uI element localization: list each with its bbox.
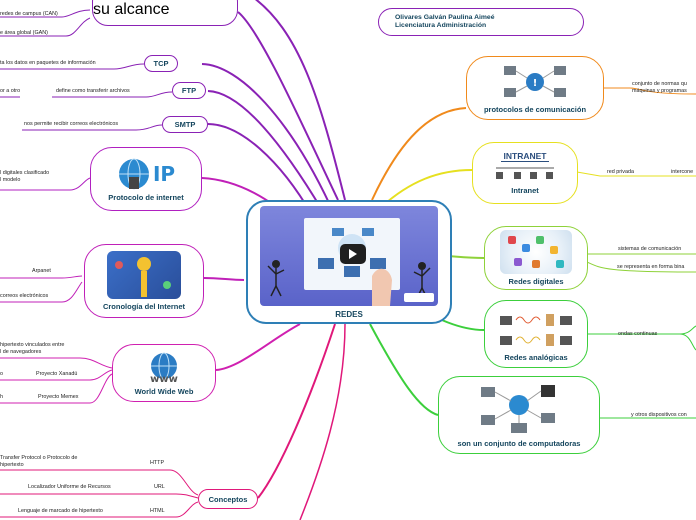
leaf-url-key: URL <box>154 484 165 490</box>
topic-conjunto-de-computadoras[interactable]: son un conjunto de computadoras <box>438 376 600 454</box>
svg-text:www: www <box>150 374 178 385</box>
svg-text:!: ! <box>533 78 538 89</box>
leaf-memex: Proyecto Memex <box>38 394 79 400</box>
digital-apps-image <box>500 230 572 274</box>
topic-redes-analogicas-label: Redes analógicas <box>504 353 568 362</box>
leaf-can: redes de campus (CAN) <box>0 11 58 17</box>
leaf-url-desc: Localizador Uniforme de Recursos <box>28 484 111 490</box>
topic-intranet-label: Intranet <box>511 186 539 195</box>
leaf-arpanet: Arpanet <box>32 268 51 274</box>
topic-smtp-label: SMTP <box>174 120 196 129</box>
central-topic-image <box>260 205 438 306</box>
globe-icon <box>118 158 149 189</box>
author-note[interactable]: Olivares Galván Paulina Aimeé Licenciatu… <box>378 8 584 36</box>
topic-redes-analogicas[interactable]: Redes analógicas <box>484 300 588 368</box>
topic-smtp[interactable]: SMTP <box>162 116 208 133</box>
leaf-forma-binaria: se representa en forma bina <box>617 264 685 270</box>
topic-tipos-de-redes-label: Tipos de redes por su alcance <box>93 1 170 18</box>
topic-tcp-label: TCP <box>153 59 169 68</box>
topic-tipos-de-redes[interactable]: Tipos de redes por su alcance <box>92 0 238 26</box>
stick-figures-icon <box>267 259 431 306</box>
ip-icon: IP <box>117 157 175 191</box>
leaf-smtp-detail: nos permite recibir correos electrónicos <box>24 121 119 127</box>
leaf-html-key: HTML <box>150 508 165 514</box>
topic-conceptos[interactable]: Conceptos <box>198 489 258 509</box>
leaf-otros-dispositivos: y otros dispositivos con <box>631 412 687 418</box>
leaf-gan: e área global (GAN) <box>0 30 48 36</box>
play-icon[interactable] <box>340 243 366 264</box>
www-globe-icon: www <box>150 352 178 385</box>
topic-protocolo-de-internet-label: Protocolo de internet <box>108 192 184 202</box>
topic-protocolos-label: protocolos de comunicación <box>483 105 587 114</box>
leaf-www-detail: hipertexto vinculados entre l de navegad… <box>0 342 65 355</box>
topic-conjunto-label: son un conjunto de computadoras <box>457 438 581 448</box>
powtoon-logo <box>404 292 434 302</box>
leaf-ftp-detail: define como transferir archivos <box>56 88 130 94</box>
analog-signal-icon <box>500 314 572 346</box>
leaf-sistemas-comunicacion: sistemas de comunicación <box>618 246 682 252</box>
leaf-ftp-extra: or a otro <box>0 88 21 94</box>
central-topic-label: REDES <box>335 309 363 319</box>
leaf-protocolos-detail: conjunto de normas qu máquinas y program… <box>632 81 687 94</box>
leaf-ip-detail: l digitales clasificado l modelo <box>0 170 50 183</box>
leaf-http-desc: Transfer Protocol o Protocolo de hiperte… <box>0 455 78 468</box>
topic-redes-digitales[interactable]: Redes digitales <box>484 226 588 290</box>
author-name: Olivares Galván Paulina Aimeé <box>395 14 495 21</box>
topic-cronologia-label: Cronología del Internet <box>102 302 186 311</box>
computer-network-icon <box>481 384 555 433</box>
topic-www-label: World Wide Web <box>134 386 194 396</box>
leaf-tcp-detail: ta los datos en paquetes de información <box>0 60 96 66</box>
topic-world-wide-web[interactable]: www World Wide Web <box>112 344 216 402</box>
intranet-banner: INTRANET <box>500 151 550 162</box>
leaf-intranet-extra: intercone <box>671 169 694 175</box>
topic-cronologia-del-internet[interactable]: Cronología del Internet <box>84 244 204 318</box>
topic-redes-digitales-label: Redes digitales <box>508 277 564 286</box>
intranet-network-icon <box>496 167 554 179</box>
topic-ftp-label: FTP <box>181 86 197 95</box>
leaf-www-frag1: o <box>0 371 3 377</box>
timeline-image <box>107 251 181 299</box>
leaf-ondas-continuas: ondas continuas <box>618 331 658 337</box>
topic-protocolos-de-comunicacion[interactable]: ! protocolos de comunicación <box>466 56 604 120</box>
leaf-html-desc: Lenguaje de marcado de hipertexto <box>18 508 103 514</box>
topic-tcp[interactable]: TCP <box>144 55 178 72</box>
leaf-intranet-detail: red privada <box>607 169 634 175</box>
network-hub-icon: ! <box>504 66 566 97</box>
leaf-www-frag2: h <box>0 394 3 400</box>
topic-ftp[interactable]: FTP <box>172 82 206 99</box>
topic-protocolo-de-internet[interactable]: IP Protocolo de internet <box>90 147 202 211</box>
author-program: Licenciatura Administración <box>395 22 487 29</box>
central-topic-redes[interactable]: REDES <box>246 200 452 324</box>
leaf-xanadu: Proyecto Xanadú <box>36 371 78 377</box>
leaf-correos: correos electrónicos <box>0 293 49 299</box>
topic-intranet[interactable]: INTRANET Intranet <box>472 142 578 204</box>
leaf-http-key: HTTP <box>150 460 165 466</box>
topic-conceptos-label: Conceptos <box>208 494 248 504</box>
